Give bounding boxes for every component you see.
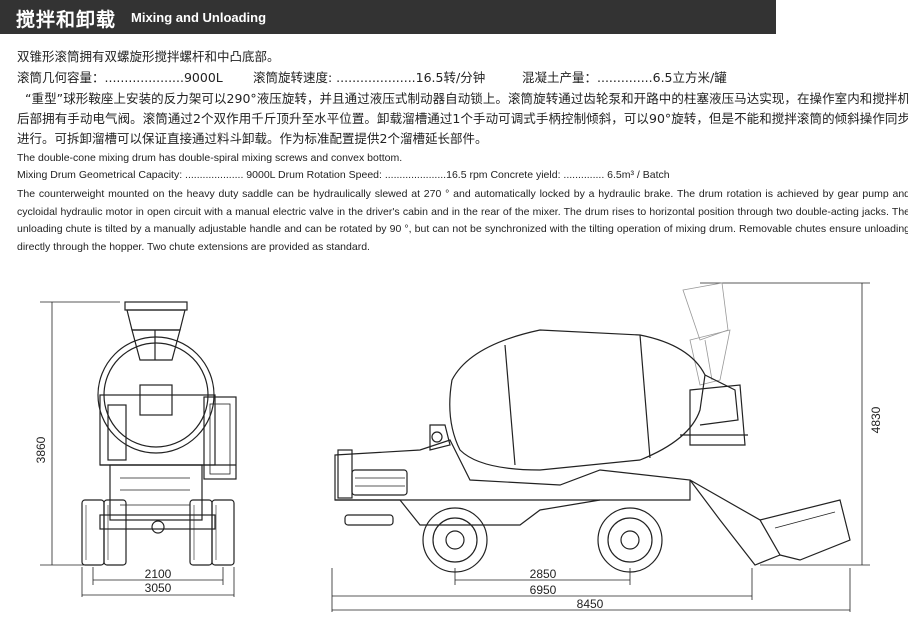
zh-spec-yield: 混凝土产量：..............6.5立方米/罐 (522, 70, 727, 85)
section-title-zh: 搅拌和卸载 (16, 9, 117, 31)
section-header: 搅拌和卸载 Mixing and Unloading (0, 0, 776, 34)
overall-length-dimension: 6950 (530, 583, 557, 597)
side-view-drawing (331, 282, 870, 612)
en-intro-line: The double-cone mixing drum has double-s… (17, 152, 403, 164)
side-height-dimension: 4830 (869, 406, 883, 433)
zh-intro-line: 双锥形滚筒拥有双螺旋形搅拌螺杆和中凸底部。 (17, 49, 280, 64)
en-spec-line: Mixing Drum Geometrical Capacity: ......… (17, 169, 670, 181)
section-title-en: Mixing and Unloading (131, 10, 267, 25)
zh-description: “重型”球形鞍座上安装的反力架可以290°液压旋转，并且通过液压式制动器自动锁上… (17, 91, 908, 146)
zh-spec-speed: 滚筒旋转速度: ....................16.5转/分钟 (253, 70, 486, 85)
front-track-dimension: 2100 (145, 567, 172, 581)
en-description: The counterweight mounted on the heavy d… (17, 188, 908, 253)
front-width-dimension: 3050 (145, 581, 172, 595)
front-view-drawing (40, 301, 237, 597)
zh-spec-capacity: 滚筒几何容量：....................9000L (17, 70, 223, 85)
max-length-dimension: 8450 (577, 597, 604, 611)
wheelbase-dimension: 2850 (530, 567, 557, 581)
front-height-dimension: 3860 (34, 436, 48, 463)
